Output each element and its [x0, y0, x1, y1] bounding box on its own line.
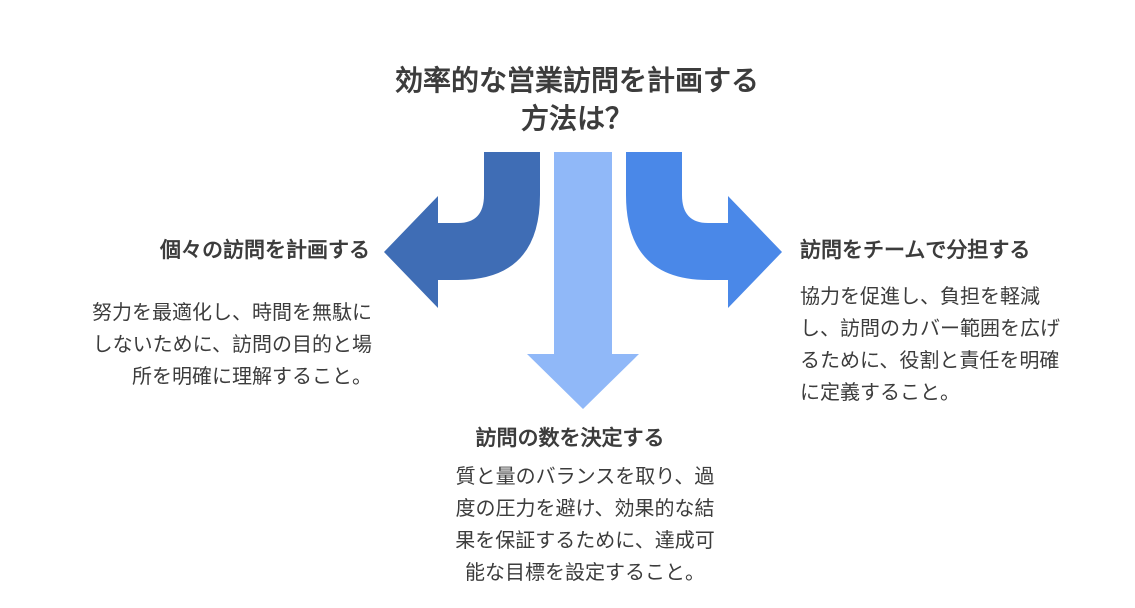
left-desc-line-3: 所を明確に理解すること。 [132, 364, 372, 388]
diagram-title: 効率的な営業訪問を計画する 方法は？ [367, 62, 787, 138]
center-option-heading: 訪問の数を決定する [475, 426, 665, 450]
left-curved-arrow [384, 152, 540, 308]
center-desc-line-2: 度の圧力を避け、効果的な結 [455, 496, 715, 520]
right-curved-arrow [626, 152, 782, 308]
left-option-description: 努力を最適化し、時間を無駄に しないために、訪問の目的と場 所を明確に理解するこ… [20, 296, 372, 392]
title-line-2: 方法は？ [520, 102, 633, 135]
center-desc-line-4: 能な目標を設定すること。 [465, 560, 705, 584]
left-option-heading: 個々の訪問を計画する [160, 238, 370, 262]
left-desc-line-1: 努力を最適化し、時間を無駄に [92, 300, 372, 324]
right-desc-line-3: るために、役割と責任を明確 [800, 348, 1060, 372]
right-desc-line-2: し、訪問のカバー範囲を広げ [800, 316, 1060, 340]
center-option-description: 質と量のバランスを取り、過 度の圧力を避け、効果的な結 果を保証するために、達成… [420, 460, 750, 588]
center-down-arrow [527, 152, 639, 409]
right-desc-line-1: 協力を促進し、負担を軽減 [800, 284, 1040, 308]
center-desc-line-1: 質と量のバランスを取り、過 [455, 464, 715, 488]
center-desc-line-3: 果を保証するために、達成可 [455, 528, 715, 552]
left-desc-line-2: しないために、訪問の目的と場 [92, 332, 372, 356]
right-option-heading: 訪問をチームで分担する [800, 238, 1031, 262]
right-option-description: 協力を促進し、負担を軽減 し、訪問のカバー範囲を広げ るために、役割と責任を明確… [800, 280, 1120, 408]
title-line-1: 効率的な営業訪問を計画する [394, 64, 759, 97]
right-desc-line-4: に定義すること。 [800, 380, 960, 404]
